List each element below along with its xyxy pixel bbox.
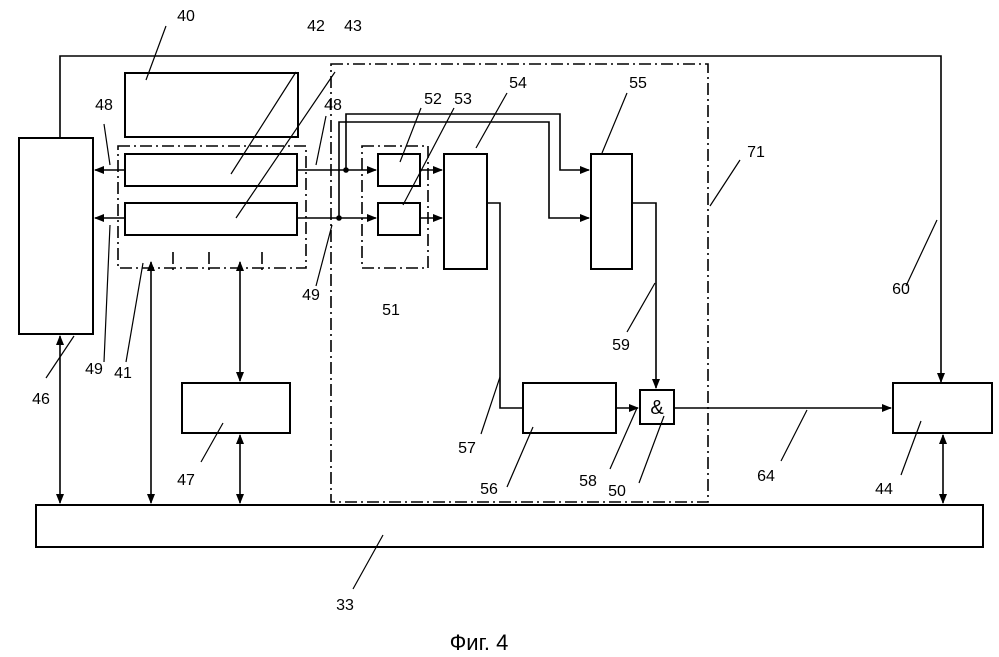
enclosure-71 <box>331 64 708 502</box>
label-60: 60 <box>892 281 910 298</box>
label-44: 44 <box>875 481 893 498</box>
label-64: 64 <box>757 468 775 485</box>
label-47: 47 <box>177 472 195 489</box>
label-48-left: 48 <box>95 97 113 114</box>
wire-57 <box>487 203 523 408</box>
block-56 <box>523 383 616 433</box>
block-47 <box>182 383 290 433</box>
label-33: 33 <box>336 597 354 614</box>
label-53: 53 <box>454 91 472 108</box>
block-55 <box>591 154 632 269</box>
wire-59 <box>632 203 656 388</box>
block-53 <box>378 203 420 235</box>
block-42 <box>125 154 297 186</box>
figure-caption: Фиг. 4 <box>450 630 509 655</box>
label-41: 41 <box>114 365 132 382</box>
block-44 <box>893 383 992 433</box>
label-71: 71 <box>747 144 765 161</box>
label-56: 56 <box>480 481 498 498</box>
label-57: 57 <box>458 440 476 457</box>
and-gate-symbol: & <box>650 397 664 419</box>
label-43: 43 <box>344 18 362 35</box>
block-46 <box>19 138 93 334</box>
label-54: 54 <box>509 75 527 92</box>
junction-49 <box>336 215 342 221</box>
label-42: 42 <box>307 18 325 35</box>
block-52 <box>378 154 420 186</box>
block-40 <box>125 73 298 137</box>
label-49-left: 49 <box>85 361 103 378</box>
label-50: 50 <box>608 483 626 500</box>
label-48-right: 48 <box>324 97 342 114</box>
label-58: 58 <box>579 473 597 490</box>
junction-48 <box>343 167 349 173</box>
label-52: 52 <box>424 91 442 108</box>
block-54 <box>444 154 487 269</box>
label-49-mid: 49 <box>302 287 320 304</box>
label-59: 59 <box>612 337 630 354</box>
bus-33 <box>36 505 983 547</box>
label-51: 51 <box>382 302 400 319</box>
block-43 <box>125 203 297 235</box>
label-55: 55 <box>629 75 647 92</box>
label-40: 40 <box>177 8 195 25</box>
label-46: 46 <box>32 391 50 408</box>
